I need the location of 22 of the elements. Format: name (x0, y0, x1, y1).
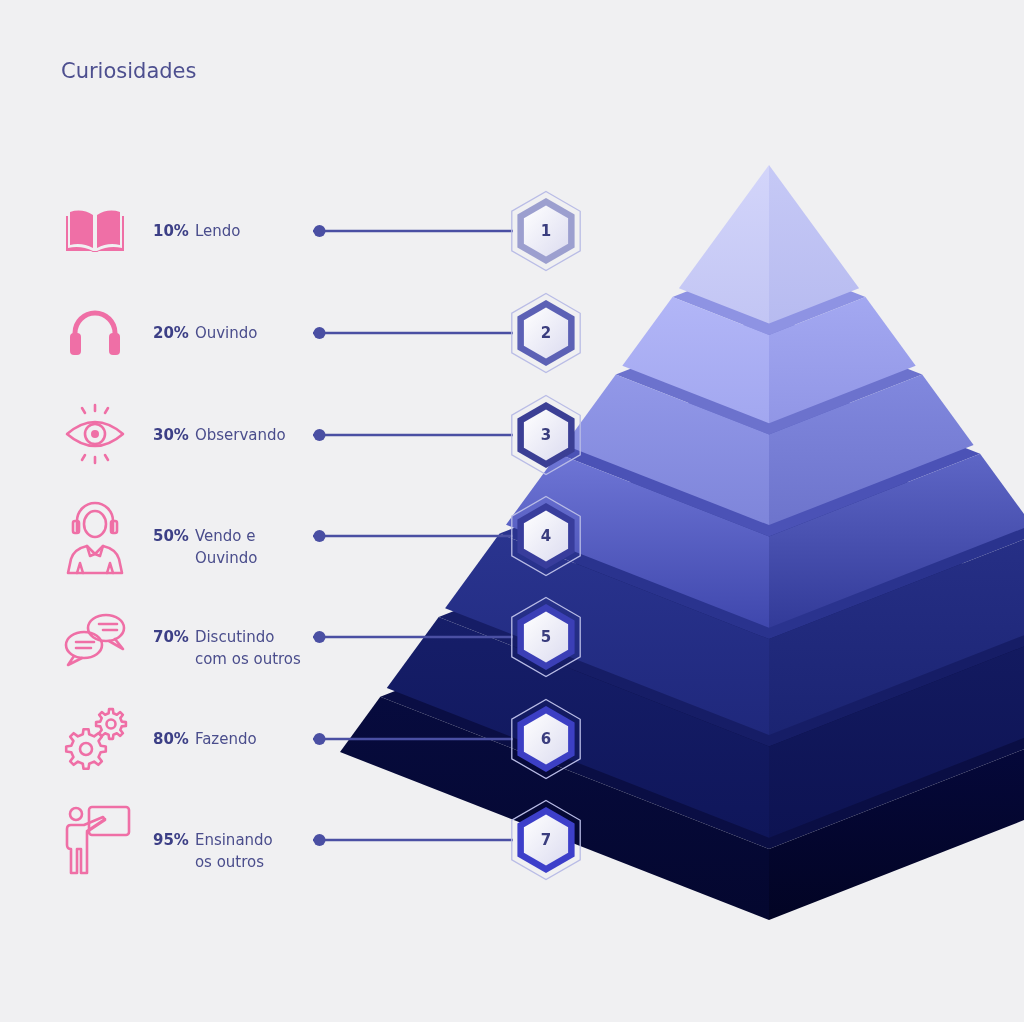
step-number-hexagon: 2 (510, 292, 582, 374)
stat-label: 20% Ouvindo (153, 322, 313, 344)
step-number-hexagon: 5 (510, 596, 582, 678)
stat-label: 30% Observando (153, 424, 313, 446)
connector-line (313, 327, 513, 339)
stat-label: 95% Ensinando os outros (153, 829, 313, 873)
stat-label: 50% Vendo e Ouvindo (153, 525, 313, 569)
step-number-hexagon: 4 (510, 495, 582, 577)
step-number-hexagon: 3 (510, 394, 582, 476)
connector-line (313, 834, 513, 846)
connector-line (313, 429, 513, 441)
stat-label: 80% Fazendo (153, 728, 313, 750)
step-number-hexagon: 1 (510, 190, 582, 272)
step-number-hexagon: 6 (510, 698, 582, 780)
connector-line (313, 733, 513, 745)
stat-label: 70% Discutindo com os outros (153, 626, 313, 670)
connector-line (313, 225, 513, 237)
connector-line (313, 530, 513, 542)
title: Curiosidades (61, 58, 197, 85)
stat-label: 10% Lendo (153, 220, 313, 242)
step-number-hexagon: 7 (510, 799, 582, 881)
connector-line (313, 631, 513, 643)
